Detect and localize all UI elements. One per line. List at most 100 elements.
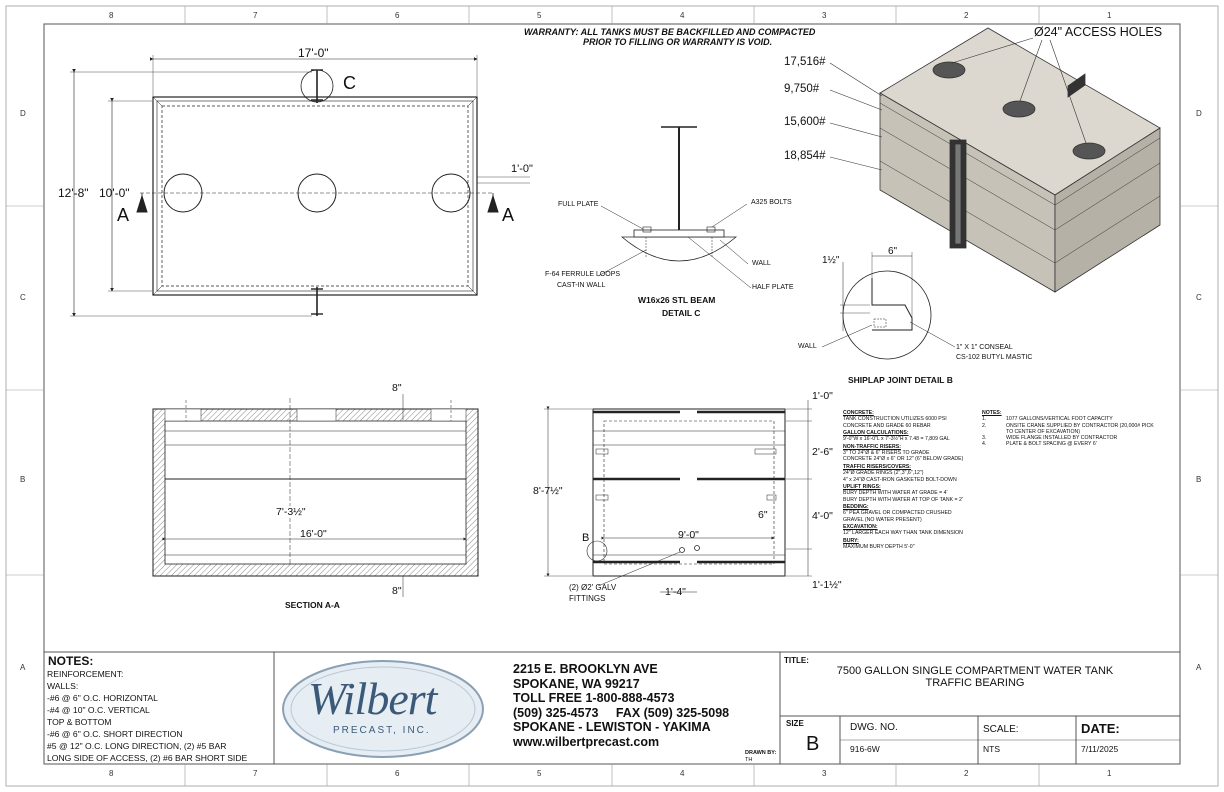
zone-label: 2 xyxy=(964,11,969,20)
title-block-grid xyxy=(44,651,1180,764)
zone-ticks xyxy=(6,6,1218,786)
iso-view xyxy=(829,27,1161,293)
spec-note-text: PLATE & BOLT SPACING @ EVERY 6' xyxy=(1006,441,1097,448)
address-line: TOLL FREE 1-800-888-4573 xyxy=(513,691,675,705)
spec-section-heading: CONCRETE: xyxy=(843,410,874,416)
cast-in-wall-label: CAST-IN WALL xyxy=(557,282,606,289)
section-aa-title: SECTION A-A xyxy=(285,600,340,610)
spec-line: CONCRETE AND GRADE 60 REBAR xyxy=(843,422,931,429)
detail-b-title: SHIPLAP JOINT DETAIL B xyxy=(848,375,953,385)
dwg-no-label: DWG. NO. xyxy=(850,722,898,733)
detail-c-mark: C xyxy=(343,73,356,93)
spec-section-heading: GALLON CALCULATIONS: xyxy=(843,430,909,437)
zone-label: 5 xyxy=(537,11,542,20)
tb-notes-list: REINFORCEMENT:WALLS:-#6 @ 6" O.C. HORIZO… xyxy=(47,668,272,764)
plan-width-outer-dim: 12'-8" xyxy=(58,186,89,200)
spec-section-heading: BEDDING: xyxy=(843,504,869,511)
spec-line: 12" LARGER EACH WAY THAN TANK DIMENSION xyxy=(843,530,963,537)
spec-section: NON-TRAFFIC RISERS: xyxy=(843,444,988,450)
section-top-thickness: 8" xyxy=(392,382,402,394)
spec-section-heading: UPLIFT RINGS: xyxy=(843,484,881,491)
spec-line: BURY DEPTH WITH WATER AT TOP OF TANK = 2… xyxy=(843,496,963,503)
spec-line: GRAVEL (NO WATER PRESENT) xyxy=(843,516,922,523)
end-pipe-dim: 6" xyxy=(758,509,768,521)
warranty-line-2: PRIOR TO FILLING OR WARRANTY IS VOID. xyxy=(583,37,773,47)
plan-width-inner-dim: 10'-0" xyxy=(99,186,130,200)
zone-label: 5 xyxy=(537,769,542,778)
weight-label-2: 9,750# xyxy=(784,83,820,95)
spec-note-item: 4.PLATE & BOLT SPACING @ EVERY 6' xyxy=(982,441,1177,447)
zone-label: A xyxy=(20,663,26,672)
size-label: SIZE xyxy=(786,719,804,728)
spec-line: MAXIMUM BURY DEPTH 5'-0" xyxy=(843,544,915,551)
section-mark-right: A xyxy=(502,205,515,225)
plan-length-dim: 17'-0" xyxy=(298,46,329,60)
spec-note-number: 2. xyxy=(982,422,987,429)
tb-note-line: TOP & BOTTOM xyxy=(47,717,112,727)
end-bottom-dim: 1'-4" xyxy=(665,586,686,598)
spec-section: TRAFFIC RISERS/COVERS: xyxy=(843,464,988,470)
detail-b-drawing xyxy=(821,252,956,360)
section-bottom-thickness: 8" xyxy=(392,585,402,597)
spec-section: GALLON CALCULATIONS: xyxy=(843,430,988,436)
spec-section: UPLIFT RINGS: xyxy=(843,484,988,490)
address-line: 2215 E. BROOKLYN AVE xyxy=(513,662,658,676)
zone-label: 3 xyxy=(822,769,827,778)
zone-label: 7 xyxy=(253,11,258,20)
detail-b-height-dim: 1½" xyxy=(822,255,840,266)
access-holes-label: Ø24" ACCESS HOLES xyxy=(1034,25,1163,39)
end-height-dim: 8'-7½" xyxy=(533,485,563,497)
zone-label: 2 xyxy=(964,769,969,778)
end-dim-3: 4'-0" xyxy=(812,510,833,522)
spec-line: 6" PEA GRAVEL OR COMPACTED CRUSHED xyxy=(843,510,952,517)
size-value: B xyxy=(806,733,820,755)
section-length-dim: 16'-0" xyxy=(300,528,327,540)
end-dim-4: 1'-1½" xyxy=(812,579,842,591)
spec-section-heading: NON-TRAFFIC RISERS: xyxy=(843,443,901,450)
spec-line: TANK CONSTRUCTION UTILIZES 6000 PSI xyxy=(843,416,947,423)
title-label: TITLE: xyxy=(784,656,809,665)
spec-note-number: 1. xyxy=(982,416,987,423)
tb-note-line: -#6 @ 6" O.C. SHORT DIRECTION xyxy=(47,729,183,739)
zone-label: 8 xyxy=(109,769,114,778)
drawn-by-value: TH xyxy=(745,757,753,763)
warranty-line-1: WARRANTY: ALL TANKS MUST BE BACKFILLED A… xyxy=(524,27,816,37)
tb-note-line: LONG SIDE OF ACCESS, (2) #6 BAR SHORT SI… xyxy=(47,753,248,763)
zone-label: B xyxy=(1196,475,1202,484)
spec-note-item: 1. 1077 GALLONS/VERTICAL FOOT CAPACITY xyxy=(982,416,1177,422)
spec-note-number: 3. xyxy=(982,435,987,442)
spec-line: 3" TO 24"Ø & 6" RISERS TO GRADE xyxy=(843,450,930,457)
detail-b-wall-label: WALL xyxy=(798,343,817,350)
detail-c-title-2: DETAIL C xyxy=(662,308,701,318)
spec-notes-left: CONCRETE:TANK CONSTRUCTION UTILIZES 6000… xyxy=(843,410,988,552)
tb-note-line: -#4 @ 10" O.C. VERTICAL xyxy=(47,705,150,715)
zone-label: 4 xyxy=(680,11,685,20)
spec-note-text: 1077 GALLONS/VERTICAL FOOT CAPACITY xyxy=(1006,416,1113,423)
weight-label-4: 18,854# xyxy=(784,150,826,162)
section-aa-drawing xyxy=(152,394,479,597)
spec-line: 24"Ø GRADE RINGS (2",3",6",12") xyxy=(843,470,924,477)
detail-c-title-1: W16x26 STL BEAM xyxy=(638,295,716,305)
tb-note-line: WALLS: xyxy=(47,681,79,691)
wall-label: WALL xyxy=(752,260,771,267)
zone-label: B xyxy=(20,475,26,484)
logo-subtitle: PRECAST, INC. xyxy=(333,725,431,736)
address-line: (509) 325-4573 FAX (509) 325-5098 xyxy=(513,705,730,720)
tb-note-line: -#6 @ 6" O.C. HORIZONTAL xyxy=(47,693,158,703)
spec-section: CONCRETE: xyxy=(843,410,988,416)
spec-notes-heading: NOTES: xyxy=(982,410,1002,416)
full-plate-label: FULL PLATE xyxy=(558,201,599,208)
end-inner-dim: 9'-0" xyxy=(678,529,699,541)
a325-bolts-label: A325 BOLTS xyxy=(751,199,792,206)
conseal-label-1: 1" X 1" CONSEAL xyxy=(956,344,1013,351)
spec-line: 9'-0"W x 16'-0"L x 7'-3½"H x 7.48 = 7,80… xyxy=(843,436,950,443)
website-link[interactable]: www.wilbertprecast.com xyxy=(513,734,660,749)
fittings-label-1: (2) Ø2' GALV xyxy=(569,583,617,592)
zone-label: A xyxy=(1196,663,1202,672)
zone-label: 6 xyxy=(395,769,400,778)
spec-section: BURY: xyxy=(843,538,988,544)
plan-offset-dim: 1'-0" xyxy=(511,163,533,175)
